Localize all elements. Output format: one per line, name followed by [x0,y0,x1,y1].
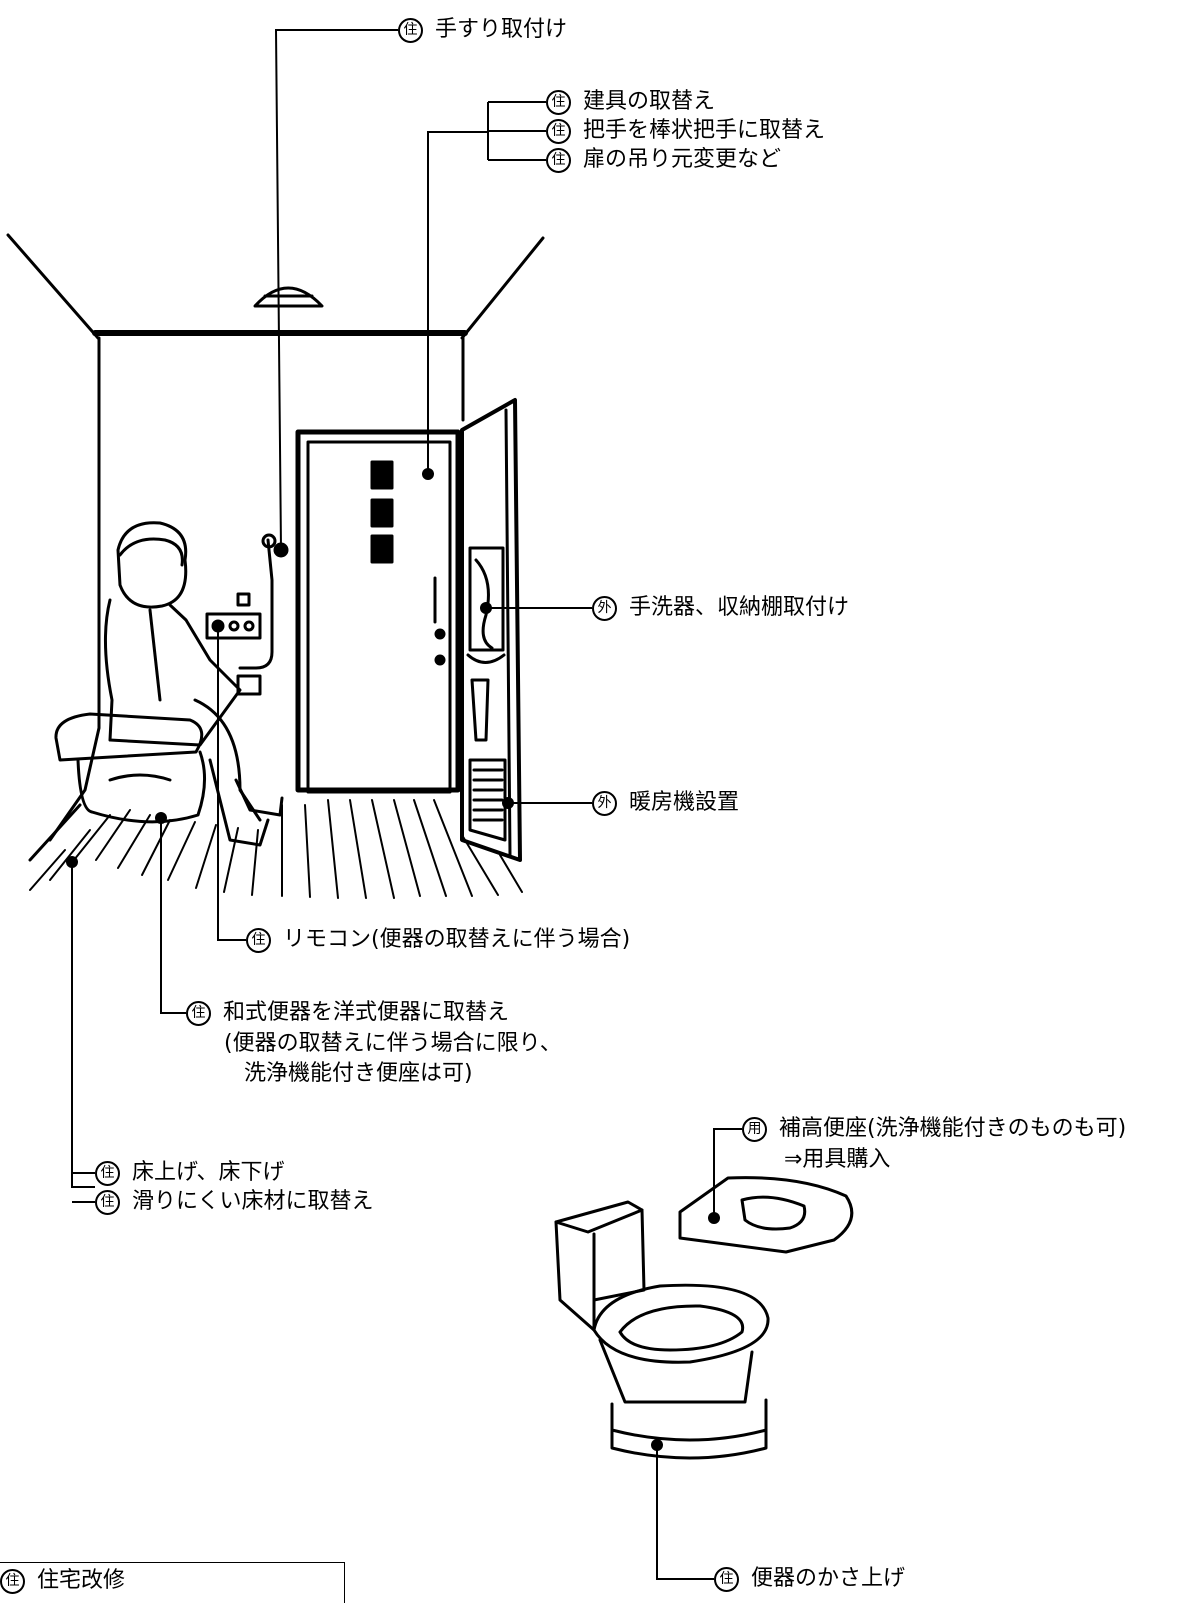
label-heater: 外 暖房機設置 [592,790,739,816]
label-western-toilet-note-2: 洗浄機能付き便座は可) [244,1061,473,1086]
left-floor-edge [28,803,82,862]
label-western-toilet: 住 和式便器を洋式便器に取替え [186,1000,509,1026]
ceiling-left-line [6,233,100,340]
ju-badge-icon: 住 [186,1000,211,1026]
leader-remote [217,626,246,941]
label-text: 補高便座(洗浄機能付きのものも可) [779,1116,1127,1141]
gai-badge-icon: 外 [592,595,617,621]
ju-badge-icon: 住 [546,118,571,144]
open-side-door [460,398,522,862]
label-toilet-raise: 住 便器のかさ上げ [714,1566,905,1592]
yo-badge-icon: 用 [742,1116,767,1142]
wall-handrail [238,538,274,670]
label-text: 暖房機設置 [629,790,740,815]
raised-toilet-seat [678,1176,854,1254]
ju-badge-icon: 住 [0,1568,25,1594]
remote-control-panel [205,612,262,640]
label-non-slip-floor: 住 滑りにくい床材に取替え [95,1189,374,1215]
label-text: 便器のかさ上げ [751,1566,906,1591]
label-door-hinge: 住 扉の吊り元変更など [546,147,781,173]
label-western-toilet-note-1: (便器の取替えに伴う場合に限り、 [224,1031,562,1056]
label-text: 手洗器、収納棚取付け [629,595,850,620]
label-text: 滑りにくい床材に取替え [132,1189,374,1214]
label-bar-handle: 住 把手を棒状把手に取替え [546,118,825,144]
elderly-person [103,521,284,847]
back-door-frame [295,429,461,793]
leader-handrail [274,29,398,551]
ceiling-light [253,286,324,308]
leader-door [427,101,546,474]
legend [0,1562,345,1603]
label-floor-raise: 住 床上げ、床下げ [95,1160,284,1186]
ju-badge-icon: 住 [546,147,571,173]
label-text: 床上げ、床下げ [132,1160,285,1185]
label-text: 把手を棒状把手に取替え [583,118,826,143]
label-raised-seat: 用 補高便座(洗浄機能付きのものも可) [742,1116,1126,1142]
leader-raised-seat [713,1128,742,1218]
leader-toilet-raise [656,1445,714,1580]
label-text: リモコン(便器の取替えに伴う場合) [283,927,631,952]
label-text: 扉の吊り元変更など [583,147,782,172]
ceiling-right-line [460,236,545,340]
legend-text: 住宅改修 [37,1568,126,1593]
ju-badge-icon: 住 [546,89,571,115]
ju-badge-icon: 住 [246,927,271,953]
ju-badge-icon: 住 [95,1189,120,1215]
label-handrail: 住 手すり取付け [398,17,567,43]
legend-ju: 住 住宅改修 [0,1568,125,1594]
floor-boards [29,799,523,899]
label-text: 和式便器を洋式便器に取替え [223,1000,510,1025]
leader-floor [71,862,95,1203]
label-raised-seat-note: ⇒用具購入 [784,1147,891,1172]
toilet-in-room [54,712,207,824]
left-wall-edge [48,336,101,842]
ju-badge-icon: 住 [714,1566,739,1592]
toilet-with-raised-base [554,1176,854,1460]
label-hand-washer: 外 手洗器、収納棚取付け [592,595,849,621]
leader-toilet [160,818,186,1014]
label-fixture-replace: 住 建具の取替え [546,89,715,115]
ju-badge-icon: 住 [398,17,423,43]
ju-badge-icon: 住 [95,1160,120,1186]
label-text: 手すり取付け [435,17,568,42]
label-text: 建具の取替え [583,89,716,114]
label-remote: 住 リモコン(便器の取替えに伴う場合) [246,927,630,953]
gai-badge-icon: 外 [592,790,617,816]
